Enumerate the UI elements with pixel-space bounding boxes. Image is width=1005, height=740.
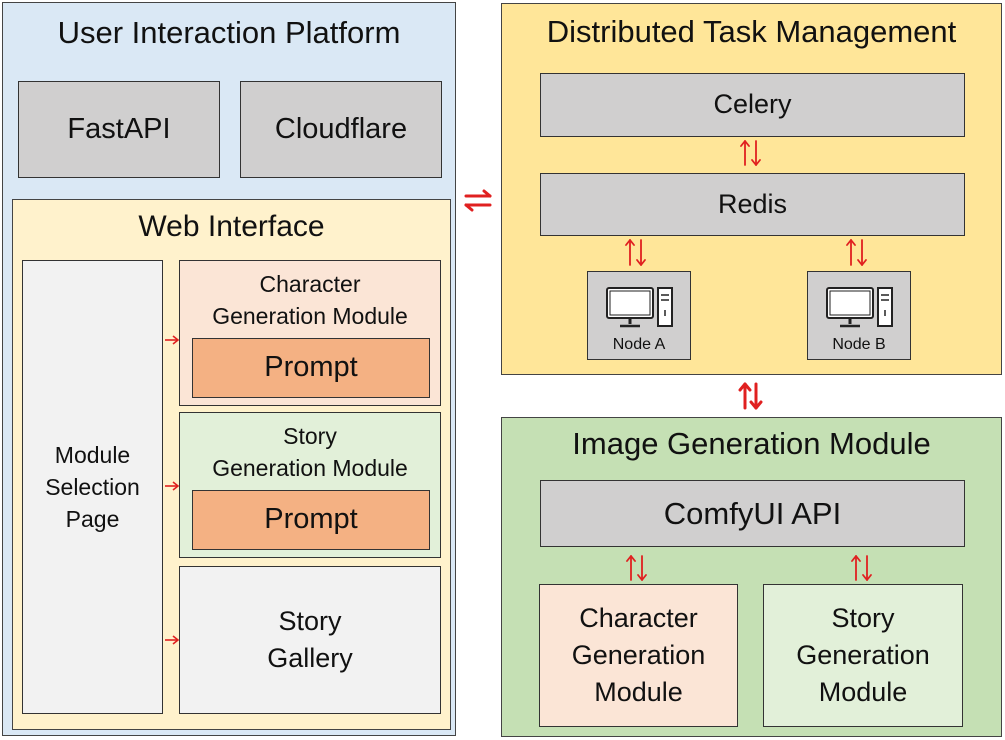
story-generation-module-label: Story Generation Module: [212, 423, 408, 481]
exchange-arrow-platform-task: [464, 189, 492, 212]
computer-icon: [606, 287, 673, 328]
exchange-arrow-celery-redis: [740, 140, 761, 166]
exchange-arrow-comfyui-character: [626, 555, 647, 581]
prompt-box-character: Prompt: [192, 338, 430, 398]
celery-box: Celery: [540, 73, 965, 137]
fastapi-box: FastAPI: [18, 81, 220, 178]
node-b-label: Node B: [832, 336, 886, 353]
web-interface-panel: Web Interface Module Selection Page Char…: [12, 199, 451, 730]
node-a-label: Node A: [612, 336, 666, 353]
user-interaction-platform-panel: User Interaction Platform FastAPI Cloudf…: [2, 2, 456, 736]
cloudflare-box: Cloudflare: [240, 81, 442, 178]
computer-icon: [826, 287, 893, 328]
image-generation-module-panel: Image Generation Module ComfyUI API Char…: [501, 417, 1002, 737]
character-generation-module-label: Character Generation Module: [212, 271, 408, 329]
image-generation-module-title: Image Generation Module: [572, 426, 931, 461]
story-gallery-box: Story Gallery: [179, 566, 441, 714]
exchange-arrow-redis-node-a: [625, 239, 646, 266]
redis-box: Redis: [540, 173, 965, 236]
node-a-box: Node A: [587, 271, 691, 360]
exchange-arrow-redis-node-b: [846, 239, 867, 266]
exchange-arrow-comfyui-story: [851, 555, 872, 581]
image-character-generation-module-box: Character Generation Module: [539, 584, 738, 727]
image-story-generation-module-box: Story Generation Module: [763, 584, 963, 727]
module-selection-page-box: Module Selection Page: [22, 260, 163, 714]
story-generation-module-box: Story Generation Module Prompt: [179, 412, 441, 558]
prompt-box-story: Prompt: [192, 490, 430, 550]
comfyui-api-box: ComfyUI API: [540, 480, 965, 547]
distributed-task-management-panel: Distributed Task Management Celery Redis…: [501, 3, 1002, 375]
user-interaction-platform-title: User Interaction Platform: [57, 15, 401, 50]
selection-arrows: [165, 335, 180, 645]
web-interface-title: Web Interface: [138, 210, 325, 243]
character-generation-module-box: Character Generation Module Prompt: [179, 260, 441, 406]
exchange-arrow-task-image: [738, 382, 763, 410]
node-b-box: Node B: [807, 271, 911, 360]
distributed-task-management-title: Distributed Task Management: [546, 14, 957, 49]
